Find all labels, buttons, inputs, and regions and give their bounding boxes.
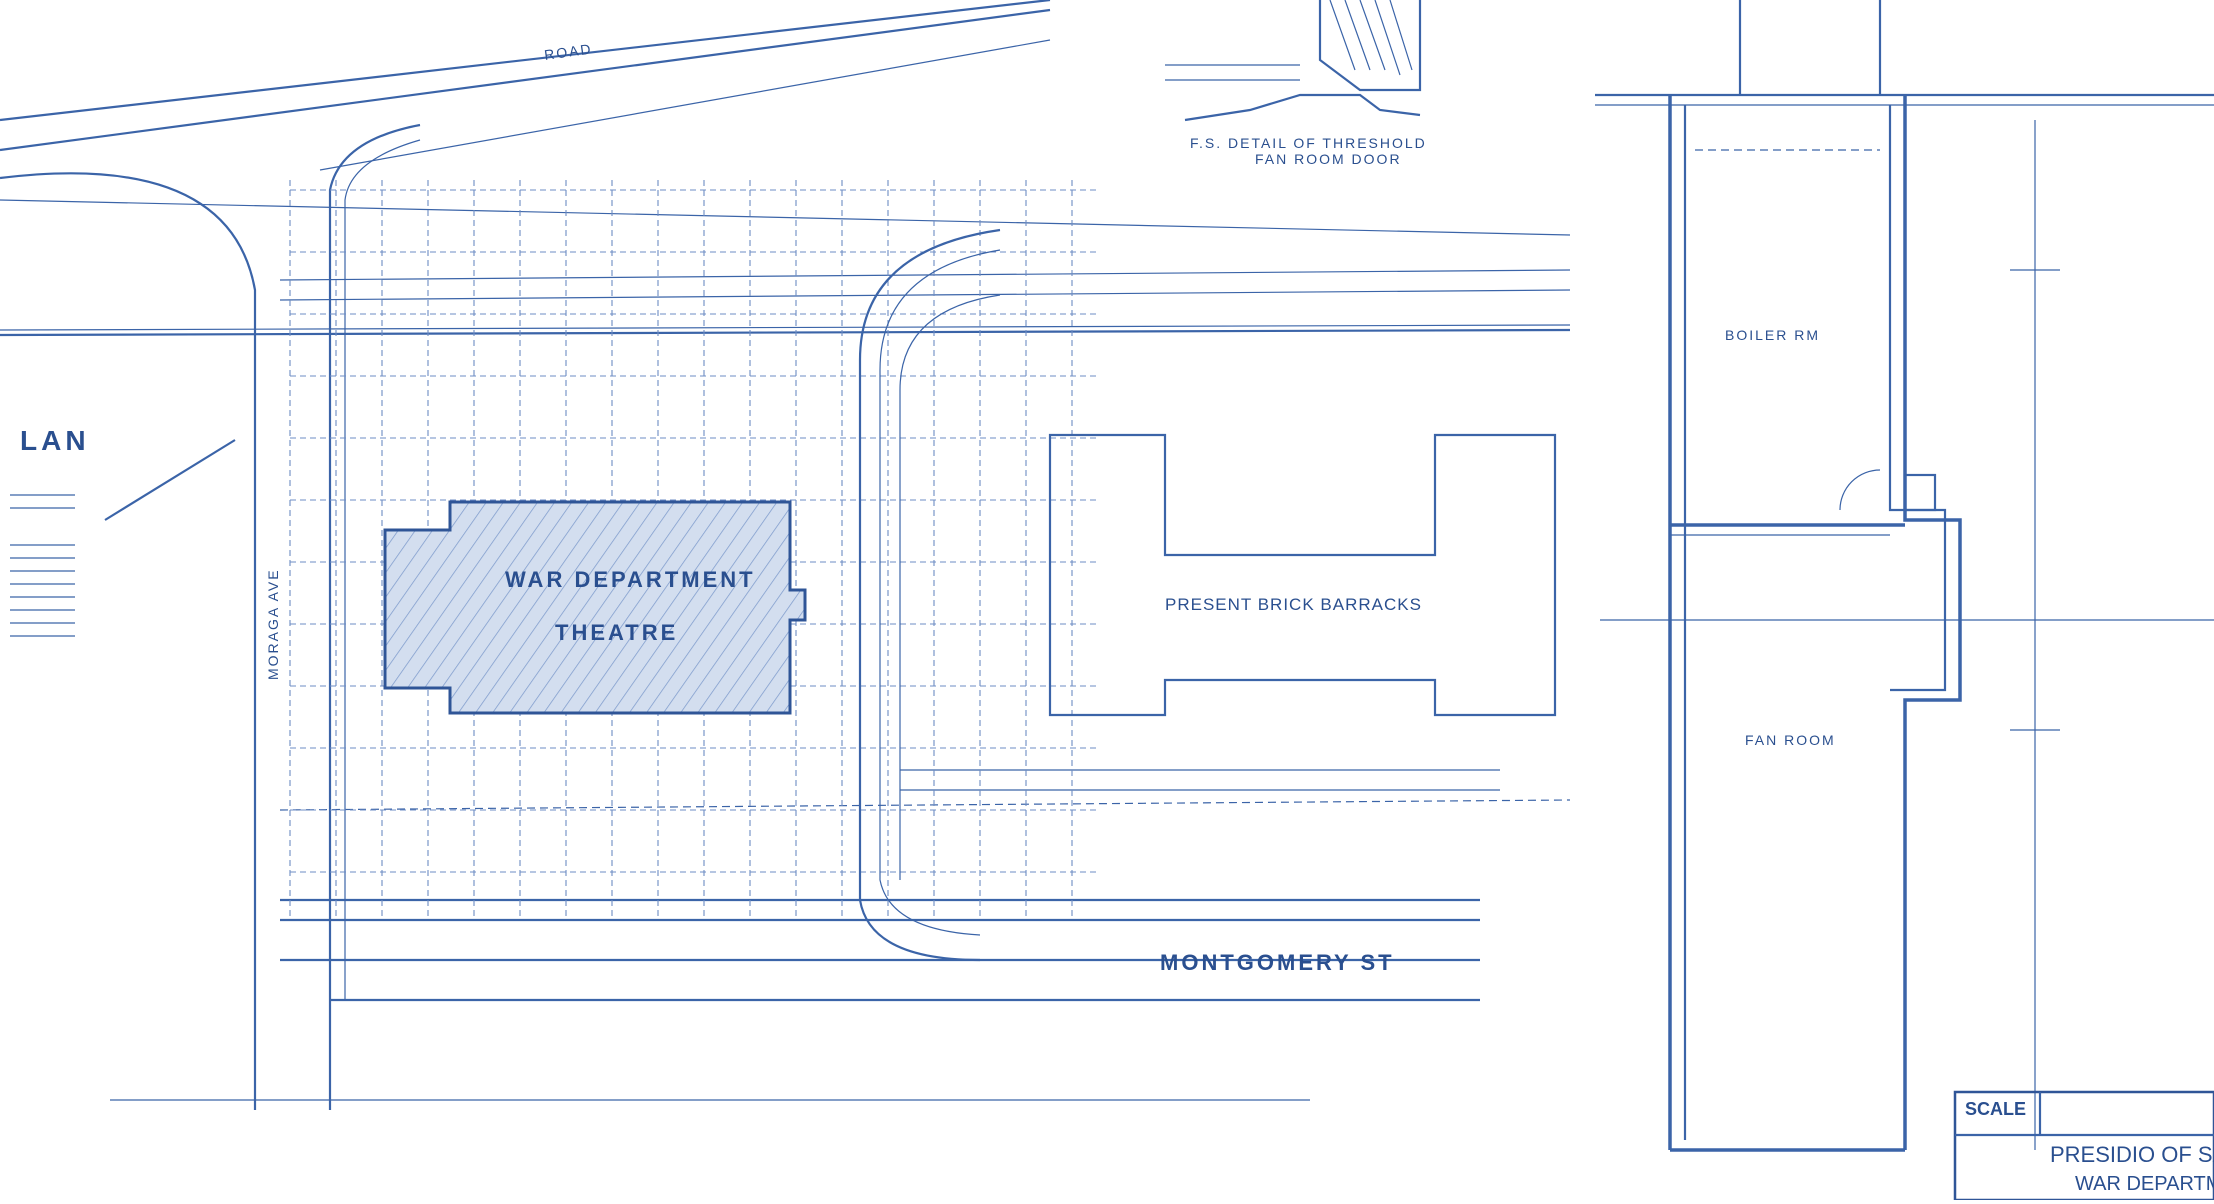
detail-title-line1: F.S. DETAIL OF THRESHOLD: [1190, 135, 1427, 151]
barracks-label: PRESENT BRICK BARRACKS: [1165, 595, 1422, 614]
floor-plan: BOILER RM FAN ROOM: [1595, 0, 2214, 1152]
left-legend-marks: [10, 439, 236, 637]
utility-lines: [0, 199, 1571, 1101]
scale-label: SCALE: [1965, 1099, 2026, 1119]
room-lower-label: FAN ROOM: [1745, 732, 1836, 748]
road-lines: ROAD: [0, 0, 1051, 171]
theatre-label-line2: THEATRE: [555, 620, 678, 645]
detail-title-line2: FAN ROOM DOOR: [1255, 151, 1402, 167]
threshold-detail: F.S. DETAIL OF THRESHOLD FAN ROOM DOOR: [1165, 0, 1427, 167]
street-left-label: MORAGA AVE: [265, 568, 281, 680]
theatre-label-line1: WAR DEPARTMENT: [505, 567, 756, 592]
plan-title: LAN: [20, 425, 90, 456]
theatre-building: WAR DEPARTMENT THEATRE: [383, 500, 807, 715]
middle-road-curve: [858, 228, 1001, 962]
street-right-label: MONTGOMERY ST: [1160, 950, 1395, 975]
title-block-line1: PRESIDIO OF SAN F: [2050, 1142, 2214, 1167]
room-upper-label: BOILER RM: [1725, 327, 1820, 343]
title-block: SCALE PRESIDIO OF SAN F WAR DEPARTM: [1953, 1090, 2214, 1202]
road-label: ROAD: [543, 40, 593, 63]
title-block-line2: WAR DEPARTM: [2075, 1173, 2214, 1195]
grid-lines: [289, 180, 1100, 920]
barracks-building: PRESENT BRICK BARRACKS: [1048, 433, 1557, 717]
left-road-curve: [0, 123, 421, 1110]
